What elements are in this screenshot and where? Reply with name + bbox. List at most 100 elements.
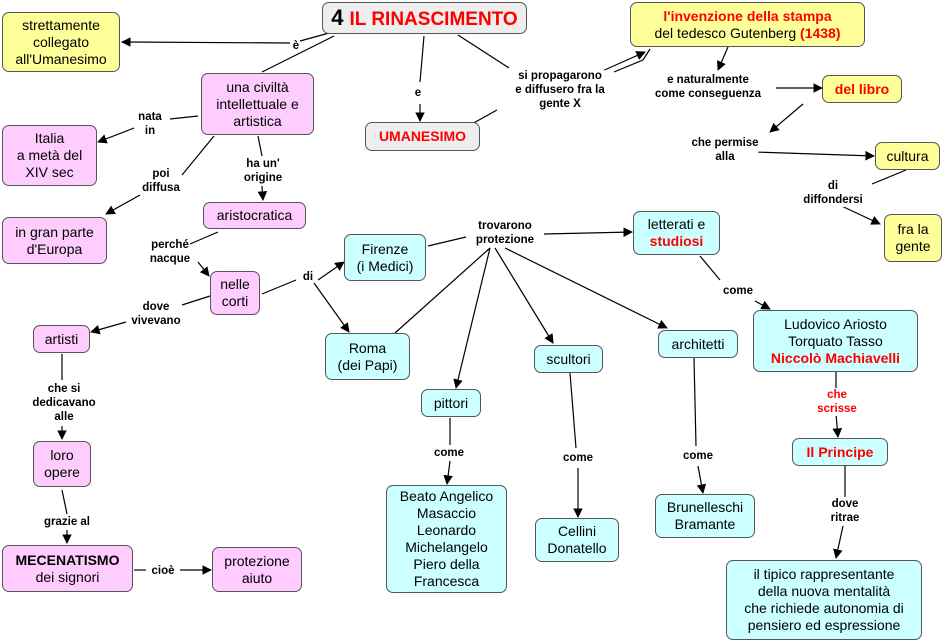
connector-line bbox=[317, 261, 345, 281]
link-text: cioè bbox=[151, 565, 175, 577]
node-text: Piero della bbox=[413, 556, 480, 572]
node-text: (dei Papi) bbox=[337, 356, 398, 373]
link-text: perché bbox=[151, 239, 189, 251]
connector-line bbox=[457, 34, 510, 69]
link-text: come conseguenza bbox=[654, 88, 762, 100]
link-text: vivevano bbox=[131, 315, 181, 327]
connector-line bbox=[754, 300, 771, 310]
node-text: in gran parte bbox=[15, 223, 94, 240]
link-label-cioe: cioè bbox=[151, 564, 175, 578]
node-text: loro bbox=[50, 447, 74, 463]
link-text: dove bbox=[831, 498, 859, 510]
node-text: l'invenzione della stampa bbox=[663, 7, 832, 24]
connector-line bbox=[599, 51, 646, 73]
node-libro[interactable]: del libro bbox=[822, 75, 902, 103]
node-text: collegato bbox=[32, 33, 90, 50]
connector-line bbox=[569, 372, 577, 449]
node-scultori[interactable]: scultori bbox=[534, 345, 603, 373]
node-text: UMANESIMO bbox=[378, 128, 467, 144]
connector-line bbox=[769, 103, 804, 133]
node-cultura[interactable]: cultura bbox=[875, 142, 940, 170]
node-text: Brunelleschi bbox=[666, 499, 744, 515]
node-roma[interactable]: Roma(dei Papi) bbox=[325, 333, 410, 380]
connector-line bbox=[443, 460, 453, 485]
node-text: Ludovico Ariosto bbox=[784, 315, 887, 332]
link-text: dove bbox=[142, 301, 170, 313]
node-principe[interactable]: Il Principe bbox=[792, 438, 888, 466]
node-text: Donatello bbox=[547, 540, 607, 556]
node-architetti[interactable]: architetti bbox=[658, 330, 738, 358]
connector-line bbox=[494, 247, 554, 344]
connector-line bbox=[753, 150, 875, 161]
link-text: protezione bbox=[475, 234, 535, 246]
link-text: trovarono bbox=[478, 220, 532, 232]
node-text: dei signori bbox=[35, 568, 100, 585]
link-label-grazie: grazie al bbox=[43, 515, 91, 529]
link-label-come-pittori: come bbox=[433, 446, 465, 460]
node-text: (i Medici) bbox=[356, 257, 414, 274]
connector-line bbox=[453, 247, 491, 389]
title-text: IL RINASCIMENTO bbox=[349, 8, 518, 30]
node-text: Francesca bbox=[413, 573, 480, 589]
link-text: come bbox=[562, 452, 594, 464]
connector-line bbox=[97, 127, 135, 144]
node-text: fra la bbox=[897, 221, 929, 237]
node-text: artistica bbox=[233, 112, 282, 129]
node-text: Michelangelo bbox=[405, 539, 488, 555]
connector-line bbox=[169, 115, 199, 120]
node-text: nelle bbox=[220, 276, 250, 292]
node-text: artisti bbox=[44, 330, 79, 347]
node-umanesimo[interactable]: UMANESIMO bbox=[365, 122, 480, 151]
connector-line bbox=[613, 59, 644, 73]
link-text: alle bbox=[54, 411, 74, 423]
link-label-e-accent: è bbox=[292, 39, 300, 53]
node-text: Torquato Tasso bbox=[788, 332, 883, 349]
node-text: Il Principe bbox=[806, 443, 874, 460]
link-text: alla bbox=[715, 151, 735, 163]
node-text: del tedesco Gutenberg bbox=[654, 24, 801, 41]
node-artisti[interactable]: artisti bbox=[33, 325, 90, 353]
connector-line bbox=[419, 35, 425, 83]
node-text: Italia bbox=[34, 130, 65, 146]
node-text: cultura bbox=[886, 147, 929, 164]
link-text: di bbox=[827, 180, 839, 192]
node-aristocratica[interactable]: aristocratica bbox=[203, 202, 306, 229]
node-pittori[interactable]: pittori bbox=[421, 389, 481, 417]
node-text: all'Umanesimo bbox=[15, 50, 107, 67]
link-label-come-letterati: come bbox=[722, 284, 754, 298]
node-text: intellettuale e bbox=[216, 95, 299, 112]
link-label-trovarono: trovarono protezione bbox=[475, 219, 535, 247]
node-text: il tipico rappresentante bbox=[753, 566, 895, 582]
connector-line bbox=[121, 37, 291, 47]
connector-line bbox=[871, 169, 907, 185]
node-text: architetti bbox=[671, 335, 725, 352]
link-text: e bbox=[414, 87, 422, 99]
connector-line bbox=[257, 185, 268, 201]
node-text: gente bbox=[895, 238, 931, 254]
node-firenze[interactable]: Firenze(i Medici) bbox=[344, 234, 426, 281]
connector-line bbox=[261, 279, 297, 295]
link-label-origine: ha un'origine bbox=[243, 157, 283, 185]
link-text: scrisse bbox=[817, 403, 857, 415]
